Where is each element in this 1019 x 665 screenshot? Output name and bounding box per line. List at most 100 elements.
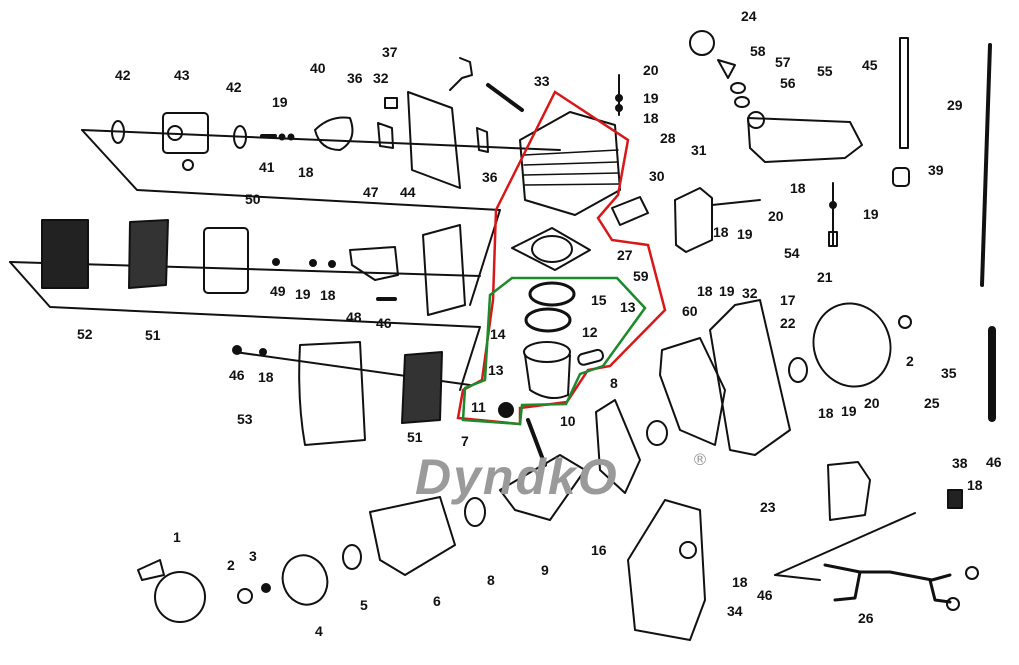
fan-housing-34-shape (627, 499, 706, 641)
flywheel-21-shape (812, 302, 892, 388)
callout-30: 30 (649, 168, 665, 184)
gasket-42-shape (111, 120, 125, 144)
callout-60: 60 (682, 303, 698, 319)
crankcase-half-shape (659, 337, 726, 446)
crankcase-17-shape (709, 299, 791, 456)
callout-56: 56 (780, 75, 796, 91)
callout-25: 25 (924, 395, 940, 411)
connecting-rod-shape (526, 418, 547, 467)
piston-pin-12-shape (577, 348, 604, 366)
callout-36: 36 (482, 169, 498, 185)
callout-54: 54 (784, 245, 800, 261)
callout-43: 43 (174, 67, 190, 83)
callout-46: 46 (229, 367, 245, 383)
filter-screen-51b-shape (401, 351, 443, 424)
piston-14-shape (524, 354, 571, 400)
filter-39-shape (892, 167, 910, 187)
spark-plug-33-shape (486, 83, 524, 112)
muffler-31-shape (674, 187, 713, 253)
callout-19: 19 (295, 286, 311, 302)
starter-1-shape (154, 571, 206, 623)
gasket-36-shape (377, 122, 394, 149)
callout-18: 18 (967, 477, 983, 493)
callout-2: 2 (227, 557, 235, 573)
callout-47: 47 (363, 184, 379, 200)
callout-53: 53 (237, 411, 253, 427)
callout-32: 32 (742, 285, 758, 301)
callout-12: 12 (582, 324, 598, 340)
callout-17: 17 (780, 292, 796, 308)
callout-18: 18 (320, 287, 336, 303)
callout-6: 6 (433, 593, 441, 609)
callout-37: 37 (382, 44, 398, 60)
callout-16: 16 (591, 542, 607, 558)
callout-27: 27 (617, 247, 633, 263)
callout-13: 13 (488, 362, 504, 378)
piston-ring-15-shape (524, 307, 572, 333)
callout-1: 1 (173, 529, 181, 545)
callout-41: 41 (259, 159, 275, 175)
callout-18: 18 (258, 369, 274, 385)
callout-50: 50 (245, 191, 261, 207)
callout-14: 14 (490, 326, 506, 342)
ignition-coil-23-shape (827, 461, 871, 521)
callout-18: 18 (643, 110, 659, 126)
filter-frame-50-shape (203, 227, 249, 294)
callout-11: 11 (471, 399, 486, 415)
cover-53-shape (298, 341, 366, 446)
callout-4: 4 (315, 623, 323, 639)
callout-31: 31 (691, 142, 707, 158)
callout-26: 26 (858, 610, 874, 626)
callout-48: 48 (346, 309, 362, 325)
piston-ring-15-shape (528, 281, 576, 307)
gasket-36-shape (476, 127, 489, 153)
callout-18: 18 (818, 405, 834, 421)
bracket-line (81, 129, 501, 306)
callout-10: 10 (560, 413, 576, 429)
rod-45-shape (899, 37, 909, 149)
carburetor-shape (162, 112, 209, 154)
callout-20: 20 (864, 395, 880, 411)
watermark: DyndkO (415, 449, 619, 505)
bar-29-shape (980, 43, 992, 287)
callout-5: 5 (360, 597, 368, 613)
callout-19: 19 (863, 206, 879, 222)
gasket-30-shape (611, 196, 649, 226)
callout-40: 40 (310, 60, 326, 76)
bracket-47-shape (349, 246, 399, 281)
fuel-filter-58-shape (717, 59, 736, 79)
callout-34: 34 (727, 603, 743, 619)
callout-32: 32 (373, 70, 389, 86)
gasket-42-shape (233, 125, 247, 149)
fuel-tank-55-shape (747, 117, 863, 163)
callout-52: 52 (77, 326, 93, 342)
callout-58: 58 (750, 43, 766, 59)
plate-37-shape (407, 91, 461, 189)
callout-20: 20 (643, 62, 659, 78)
housing-44-shape (422, 224, 466, 316)
callout-8: 8 (610, 375, 618, 391)
callout-46: 46 (986, 454, 1002, 470)
callout-13: 13 (620, 299, 636, 315)
intake-40-shape (314, 116, 354, 151)
callout-2: 2 (906, 353, 914, 369)
circlip-11-shape (498, 402, 514, 418)
bearing-8-shape (464, 497, 486, 527)
callout-19: 19 (841, 403, 857, 419)
callout-18: 18 (298, 164, 314, 180)
callout-36: 36 (347, 70, 363, 86)
callout-44: 44 (400, 184, 416, 200)
callout-45: 45 (862, 57, 878, 73)
fuel-cap-24-shape (689, 30, 715, 56)
callout-49: 49 (270, 283, 286, 299)
assembly-axis-line (81, 129, 561, 151)
callout-23: 23 (760, 499, 776, 515)
piston-group-outline (461, 276, 647, 426)
callout-8: 8 (487, 572, 495, 588)
callout-18: 18 (790, 180, 806, 196)
air-filter-52-shape (41, 219, 89, 289)
wire-harness-26-shape (823, 563, 952, 582)
callout-51: 51 (407, 429, 423, 445)
